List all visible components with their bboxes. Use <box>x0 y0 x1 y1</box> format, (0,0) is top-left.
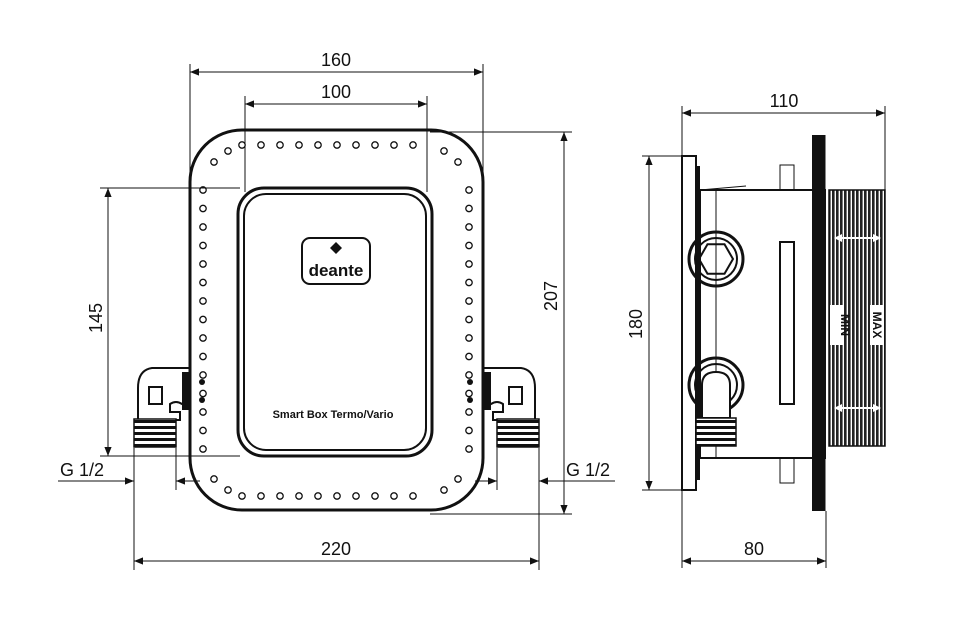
dim-100-label: 100 <box>321 82 351 102</box>
mounting-hole <box>440 147 448 155</box>
mounting-hole <box>199 334 207 342</box>
dim-80: 80 <box>681 490 827 568</box>
mounting-hole <box>295 141 303 149</box>
dim-180-label: 180 <box>626 309 646 339</box>
thread-left-label: G 1/2 <box>60 460 104 480</box>
mounting-hole <box>257 141 265 149</box>
mounting-hole <box>199 223 207 231</box>
mounting-holes <box>199 141 473 500</box>
right-mounting-lug <box>467 367 540 448</box>
mounting-hole <box>210 475 218 483</box>
mounting-hole <box>465 334 473 342</box>
mounting-hole <box>224 147 232 155</box>
brand-label: deante <box>309 261 364 280</box>
mounting-hole <box>238 141 246 149</box>
mounting-hole <box>199 352 207 361</box>
mounting-hole <box>352 141 360 149</box>
dim-110: 110 <box>681 91 886 190</box>
mounting-hole <box>199 297 207 305</box>
mounting-hole <box>276 141 284 149</box>
mounting-hole <box>314 141 322 149</box>
mounting-hole <box>199 389 207 398</box>
thread-right-label: G 1/2 <box>566 460 610 480</box>
mounting-hole <box>276 492 284 500</box>
mounting-hole <box>199 278 207 287</box>
product-label: Smart Box Termo/Vario <box>273 409 394 421</box>
mounting-hole <box>465 445 473 453</box>
mounting-hole <box>465 426 473 435</box>
mounting-hole <box>465 260 473 268</box>
dim-160-label: 160 <box>321 50 351 70</box>
mounting-hole <box>465 389 473 398</box>
side-view: MIN MAX 110 80 <box>626 91 886 568</box>
mounting-hole <box>295 492 303 500</box>
mounting-hole <box>199 371 207 379</box>
dim-160: 160 <box>189 50 484 370</box>
side-front-plate <box>681 155 697 491</box>
scale-max-label: MAX <box>870 312 884 339</box>
front-cover-inner <box>243 193 427 451</box>
mounting-hole <box>199 426 207 435</box>
mounting-hole <box>465 315 473 324</box>
mounting-hole <box>371 141 379 149</box>
dim-145-label: 145 <box>86 303 106 333</box>
mounting-hole <box>465 241 473 250</box>
mounting-hole <box>199 445 207 453</box>
side-hex-nut <box>687 230 745 288</box>
mounting-hole <box>333 492 341 500</box>
side-thread <box>695 417 737 447</box>
mounting-hole <box>409 141 417 149</box>
dim-145: 145 <box>86 187 240 457</box>
mounting-hole <box>440 486 448 494</box>
mounting-hole <box>465 352 473 361</box>
dim-207-label: 207 <box>541 281 561 311</box>
mounting-hole <box>465 408 473 416</box>
mounting-hole <box>333 141 341 149</box>
thread-right-callout: G 1/2 <box>475 448 615 490</box>
thread-left-callout: G 1/2 <box>58 448 200 490</box>
mounting-hole <box>238 492 246 500</box>
scale-min-label: MIN <box>838 314 852 336</box>
mounting-hole <box>224 486 232 494</box>
mounting-hole <box>257 492 265 500</box>
mounting-hole <box>409 492 417 500</box>
mounting-hole <box>199 408 207 416</box>
dim-220: 220 <box>133 448 540 570</box>
mounting-hole <box>199 204 207 213</box>
mounting-hole <box>465 297 473 305</box>
mounting-hole <box>210 158 218 166</box>
mounting-hole <box>352 492 360 500</box>
dim-100: 100 <box>244 82 428 192</box>
left-mounting-lug <box>133 367 205 448</box>
dim-220-label: 220 <box>321 539 351 559</box>
mounting-hole <box>465 223 473 231</box>
dim-207: 207 <box>430 131 572 515</box>
mounting-hole <box>199 315 207 324</box>
dim-80-label: 80 <box>744 539 764 559</box>
mounting-hole <box>390 141 398 149</box>
right-thread <box>496 418 540 448</box>
mounting-hole <box>314 492 322 500</box>
mounting-hole <box>465 204 473 213</box>
mounting-hole <box>199 241 207 250</box>
mounting-hole <box>465 278 473 287</box>
mounting-hole <box>371 492 379 500</box>
side-elbow-outlet <box>687 356 745 447</box>
front-view: deante Smart Box Termo/Vario 160 <box>58 50 615 570</box>
dim-110-label: 110 <box>770 91 799 111</box>
mounting-hole <box>454 158 462 166</box>
mounting-hole <box>465 371 473 379</box>
mounting-hole <box>390 492 398 500</box>
mounting-hole <box>199 260 207 268</box>
front-cover-plate <box>236 186 434 458</box>
mounting-hole <box>465 186 473 194</box>
brand-logo: deante <box>301 237 371 285</box>
mounting-hole <box>454 475 462 483</box>
left-thread <box>133 418 177 448</box>
dim-180: 180 <box>626 155 682 491</box>
